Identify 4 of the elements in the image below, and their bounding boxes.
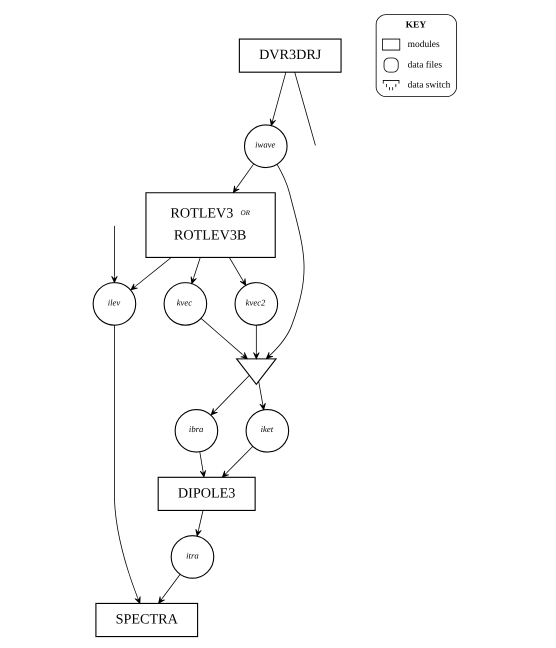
- legend-label: data files: [408, 60, 442, 70]
- legend-label: modules: [408, 40, 440, 50]
- label: KEY: [406, 20, 426, 31]
- legend-label: data switch: [408, 80, 450, 91]
